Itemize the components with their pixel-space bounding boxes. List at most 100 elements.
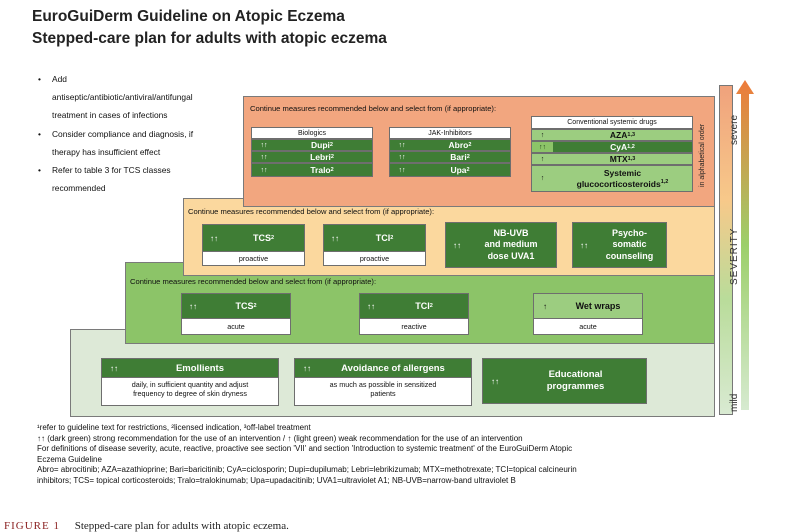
figure-caption: FIGURE 1 Stepped-care plan for adults wi… [4,520,289,532]
tier-3-caption: Continue measures recommended below and … [188,207,435,216]
tcs-proactive-note: proactive [238,254,269,263]
tcs-acute-label-text: TCS [235,301,254,311]
tci-reactive-label-text: TCI [415,301,430,311]
footnote-line: inhibitors; TCS= topical corticosteroids… [37,475,516,485]
strong-arrow-icon: ↑↑ [398,166,406,174]
drug-mtx-sup: 1,3 [627,156,636,162]
tcs-proactive-sup: 2 [270,235,275,241]
drug-tralo-sup: 2 [330,167,334,173]
strong-arrow-icon: ↑↑ [398,141,406,149]
biologics-header: Biologics [252,128,372,139]
strong-arrow-icon: ↑↑ [260,166,268,174]
allergens-header: ↑↑ Avoidance of allergens [294,358,472,378]
strong-arrow-icon: ↑↑ [580,240,588,250]
strong-arrow-icon: ↑↑ [303,363,311,373]
education-title-line: Educational [548,368,603,380]
drug-upa-sup: 2 [466,167,470,173]
weak-arrow-icon: ↑ [540,155,545,163]
drug-bari-sup: 2 [466,154,470,160]
strong-arrow-icon: ↑↑ [453,240,461,250]
bullet-item-infections: • Add antiseptic/antibiotic/antiviral/an… [38,73,242,122]
allergens-note: as much as possible in sensitized patien… [295,380,471,399]
allergens-card: ↑↑ Avoidance of allergens as much as pos… [294,358,472,406]
drug-aza-sup: 1,3 [627,132,636,138]
drug-cya-sup: 1,2 [627,144,635,150]
wetwraps-label: Wet wraps [575,301,621,311]
emollients-title: Emollients [175,362,225,374]
tier-2-caption: Continue measures recommended below and … [130,277,377,286]
strong-arrow-icon: ↑↑ [331,233,339,243]
wetwraps-note: acute [579,322,597,331]
tci-proactive-note: proactive [359,254,390,263]
emollients-header: ↑↑ Emollients [101,358,279,378]
severity-axis-label: SEVERITY [729,227,740,285]
nbuvb-card: ↑↑ NB-UVB and medium dose UVA1 [445,222,557,268]
footnotes: ¹refer to guideline text for restriction… [37,423,782,486]
drug-aza-name: AZA [609,130,628,140]
drug-tralo-name: Tralo [310,165,331,175]
nbuvb-title-line: dose UVA1 [487,250,535,261]
strong-arrow-icon: ↑↑ [398,153,406,161]
strong-arrow-icon: ↑↑ [189,301,197,311]
weak-arrow-icon: ↑ [540,175,545,182]
drug-bari-name: Bari [450,152,467,162]
bullet-line: antiseptic/antibiotic/antiviral/antifung… [52,92,193,103]
footnote-line: ↑↑ (dark green) strong recommendation fo… [37,433,523,443]
strong-arrow-icon: ↑↑ [260,153,268,161]
strong-arrow-icon: ↑↑ [210,233,218,243]
drug-cya-name: CyA [610,142,628,152]
wetwraps-header: ↑ Wet wraps [533,293,643,319]
strong-arrow-icon: ↑↑ [367,301,375,311]
drug-steroids-line: Systemic [603,168,642,179]
conventional-header: Conventional systemic drugs [532,117,692,129]
drug-dupi-sup: 2 [329,142,333,148]
jak-header: JAK-Inhibitors [390,128,510,139]
psycho-card: ↑↑ Psycho- somatic counseling [572,222,667,268]
strong-arrow-icon: ↑↑ [491,376,499,386]
drug-upa-name: Upa [450,165,467,175]
drug-abro-sup: 2 [468,142,472,148]
emollients-card: ↑↑ Emollients daily, in sufficient quant… [101,358,279,406]
drug-abro-name: Abro [448,140,469,150]
tier-4-top: Continue measures recommended below and … [243,96,715,207]
tci-reactive-sup: 2 [429,303,433,309]
footnote-line: Eczema Guideline [37,454,102,464]
allergens-note-line: as much as possible in sensitized [329,380,437,389]
emollients-note: daily, in sufficient quantity and adjust… [102,380,278,399]
tier-3: Continue measures recommended below and … [183,198,715,276]
bullet-line: treatment in cases of infections [52,110,168,121]
drug-steroids: Systemic glucocorticosteroids1,2 [553,166,692,191]
bullet-glyph: • [38,164,41,175]
drug-steroids-sup: 1,2 [660,178,669,185]
severity-severe-label: severe [729,114,740,145]
bullet-line: Add [52,74,67,84]
drug-dupi-name: Dupi [311,140,330,150]
strong-arrow-icon: ↑↑ [260,141,268,149]
tcs-acute-sup: 2 [253,303,257,309]
bullet-glyph: • [38,74,41,84]
bullet-item-tcs-classes: • Refer to table 3 for TCS classes recom… [38,164,242,194]
wetwraps-card: ↑ Wet wraps acute [533,293,643,335]
